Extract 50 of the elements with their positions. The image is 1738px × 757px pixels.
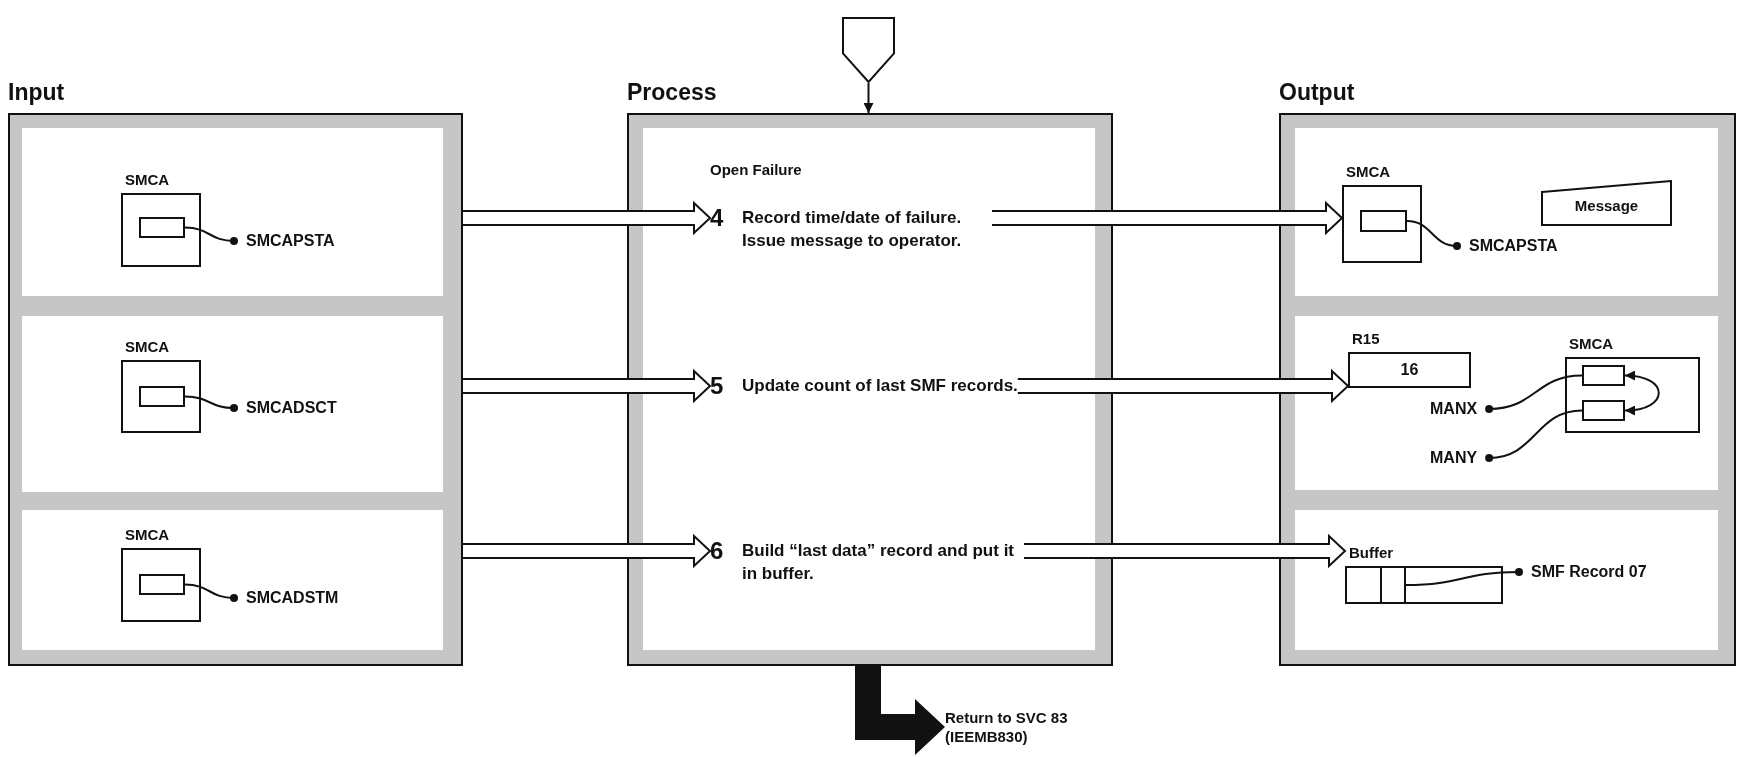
block-label: SMCA — [125, 171, 170, 188]
buffer-label: Buffer — [1349, 544, 1394, 561]
field-box — [1360, 210, 1407, 232]
field-box — [139, 217, 185, 238]
field-name-label: SMCAPSTA — [1457, 236, 1558, 256]
block-label: SMCA — [125, 526, 170, 543]
block-label: SMCA — [1569, 335, 1614, 352]
return-note: Return to SVC 83 (IEEMB830) — [945, 708, 1080, 746]
process-subheading: Open Failure — [710, 160, 802, 180]
field-name-label: SMCADSTM — [234, 588, 339, 608]
block-arrow — [462, 200, 712, 236]
leader-line — [184, 226, 238, 245]
leader-line — [1405, 568, 1523, 586]
leader-line — [184, 395, 238, 412]
step-text: Build “last data” record and put it in buffer. — [742, 540, 1016, 585]
register-box: 16 — [1348, 352, 1471, 388]
block-label: SMCA — [1346, 163, 1391, 180]
step-number: 4 — [710, 204, 724, 232]
field-name-label: SMF Record 07 — [1519, 562, 1647, 582]
field-name-label: SMCADSCT — [234, 398, 337, 418]
section-heading: Input — [8, 79, 65, 106]
field-name-label: MANY — [1430, 448, 1490, 468]
section-heading: Output — [1279, 79, 1355, 106]
leader-line — [1485, 409, 1583, 462]
step-text: Record time/date of failure. Issue message to operator. — [742, 207, 963, 252]
block-arrow — [462, 368, 712, 404]
block-label: SMCA — [125, 338, 170, 355]
block-arrow — [991, 200, 1344, 236]
arrow — [863, 82, 874, 114]
field-box — [1582, 365, 1625, 386]
leader-line — [1406, 220, 1461, 250]
block-arrow — [1016, 368, 1350, 404]
register-label: R15 — [1352, 330, 1380, 347]
step-number: 6 — [710, 537, 724, 565]
curved-arrow — [1624, 371, 1660, 415]
leader-line — [184, 583, 238, 602]
step-number: 5 — [710, 372, 724, 400]
field-box — [1380, 568, 1406, 602]
step-text: Update count of last SMF records. — [742, 375, 1018, 397]
block-arrow — [462, 533, 712, 569]
field-box — [1582, 400, 1625, 421]
field-name-label: SMCAPSTA — [234, 231, 335, 251]
leader-line — [1485, 374, 1583, 413]
off-page-connector — [842, 17, 895, 83]
field-box — [139, 574, 185, 595]
return-arrow — [855, 666, 945, 755]
block-arrow — [1023, 533, 1347, 569]
field-name-label: MANX — [1430, 399, 1490, 419]
field-box — [139, 386, 185, 407]
section-heading: Process — [627, 79, 717, 106]
